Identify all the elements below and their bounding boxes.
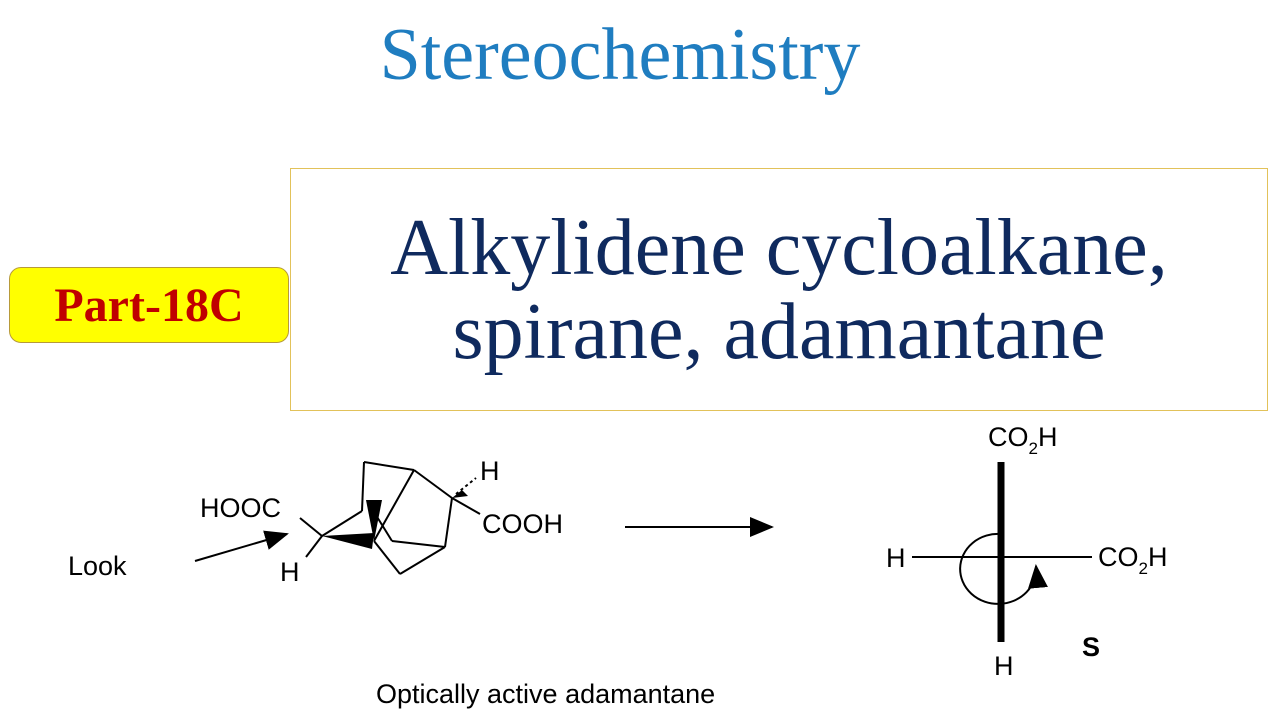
right-h-label: H bbox=[480, 456, 500, 486]
projection-top-label: CO2H bbox=[988, 422, 1057, 458]
page-title: Stereochemistry bbox=[379, 14, 861, 96]
wedge-bond-left bbox=[322, 533, 374, 549]
left-h-label: H bbox=[280, 557, 300, 587]
topic-box: Alkylidene cycloalkane, spirane, adamant… bbox=[290, 168, 1268, 411]
topic-line-2: spirane, adamantane bbox=[452, 287, 1106, 376]
configuration-label: S bbox=[1082, 632, 1100, 662]
hash-bond-right-h bbox=[455, 477, 477, 495]
structure-caption: Optically active adamantane bbox=[376, 679, 715, 709]
rotation-arrow bbox=[959, 532, 1048, 605]
look-arrow bbox=[194, 530, 289, 562]
adamantane-structure bbox=[299, 461, 481, 575]
wedge-bond-center bbox=[366, 500, 382, 541]
stereo-diagram: HOOC H H COOH Look Optically active adam… bbox=[68, 422, 1167, 709]
topic-line-1: Alkylidene cycloalkane, bbox=[390, 203, 1168, 292]
projection-right-label: CO2H bbox=[1098, 542, 1167, 578]
projection-left-label: H bbox=[886, 543, 906, 573]
part-badge: Part-18C bbox=[9, 267, 289, 343]
projection-bottom-label: H bbox=[994, 651, 1014, 681]
look-label: Look bbox=[68, 551, 127, 581]
wedge-bond-right bbox=[452, 490, 468, 498]
cooh-label: COOH bbox=[482, 509, 563, 539]
hooc-label: HOOC bbox=[200, 493, 281, 523]
